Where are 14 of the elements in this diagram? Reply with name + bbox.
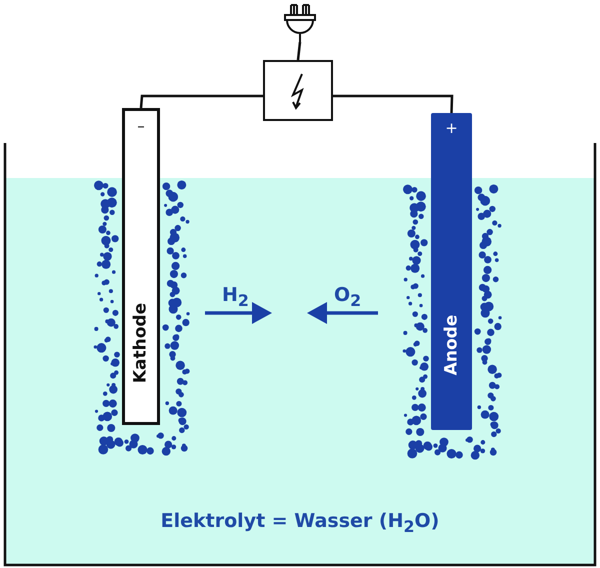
power-plug-icon	[283, 4, 317, 42]
electrolyte-label: Elektrolyt = Wasser (H$_{2}$O)	[160, 512, 440, 535]
power-supply-box	[263, 60, 333, 121]
anode-electrode	[431, 113, 472, 430]
wire	[333, 94, 454, 114]
wire	[296, 42, 302, 60]
minus-sign: –	[136, 119, 146, 134]
wire	[140, 94, 263, 108]
gas-label: O$_{2}$	[334, 286, 362, 309]
gas-label: H$_{2}$	[222, 286, 249, 309]
plus-sign: +	[444, 121, 459, 136]
electrode-label: Anode	[443, 314, 460, 376]
cathode-electrode	[122, 108, 160, 425]
electrode-label: Kathode	[132, 302, 150, 384]
